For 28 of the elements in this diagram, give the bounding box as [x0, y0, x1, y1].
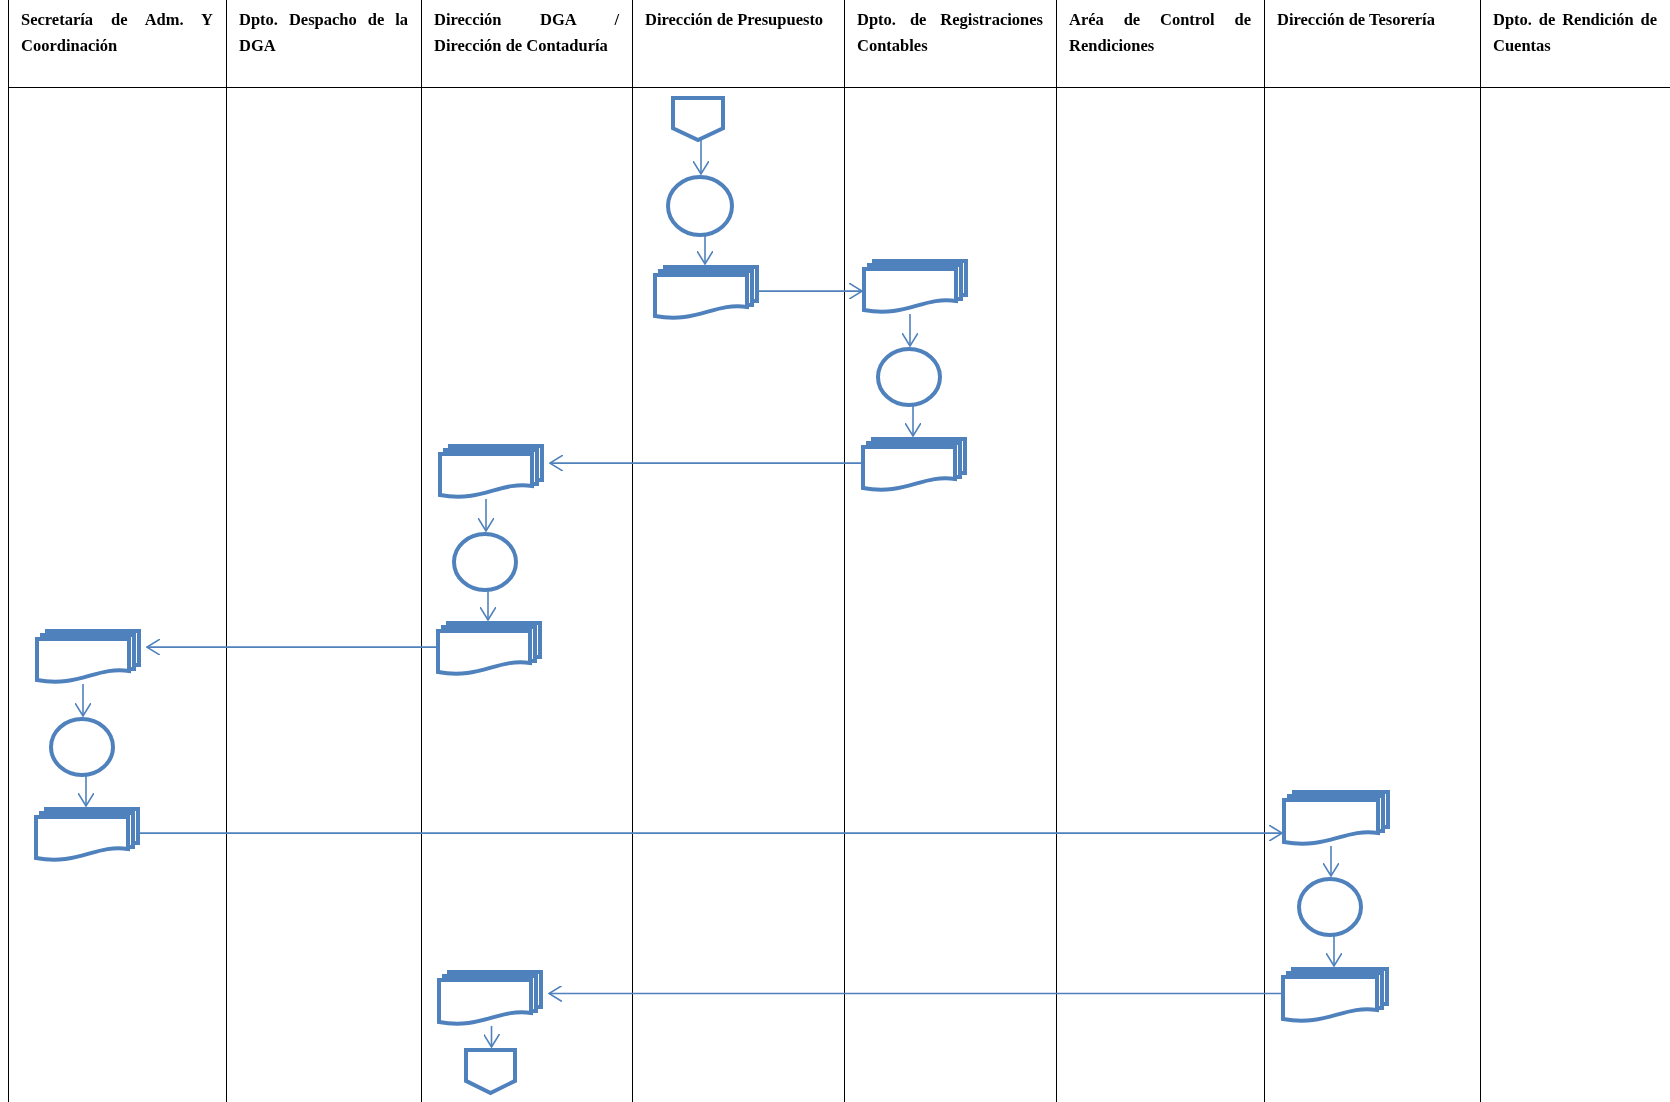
connector-circle: [49, 717, 115, 777]
lane-heading: Dpto. de Rendición de Cuentas: [1493, 9, 1657, 57]
arrow: [479, 588, 497, 621]
arrow: [74, 683, 92, 717]
lane-heading: Aréa de Control de Rendiciones: [1069, 9, 1251, 57]
connector-circle: [876, 347, 942, 407]
lane-heading: Dpto. de Registraciones Contables: [857, 9, 1043, 57]
lane-heading: Dirección DGA / Dirección de Contaduría: [434, 9, 619, 57]
lane-heading: Dirección de Tesorería: [1277, 9, 1436, 31]
connector-circle: [1297, 877, 1363, 937]
arrow: [1325, 933, 1343, 967]
lane-heading: Secretaría de Adm. Y Coordinación: [21, 9, 213, 57]
lane-heading: Dirección de Presupuesto: [645, 9, 825, 31]
arrow: [482, 1025, 501, 1048]
arrow: [692, 138, 710, 175]
off-page-connector: [464, 1048, 517, 1095]
lane-heading: Dpto. Despacho de la DGA: [239, 9, 408, 57]
connector-circle: [666, 175, 734, 237]
arrow: [904, 403, 922, 437]
arrow: [696, 233, 714, 265]
connector-circle: [452, 532, 518, 592]
arrow: [138, 824, 1283, 842]
arrow: [901, 313, 919, 347]
arrow: [1322, 845, 1340, 877]
off-page-connector: [671, 96, 725, 142]
arrow: [77, 773, 95, 807]
arrow: [757, 282, 863, 300]
arrow: [477, 498, 495, 532]
